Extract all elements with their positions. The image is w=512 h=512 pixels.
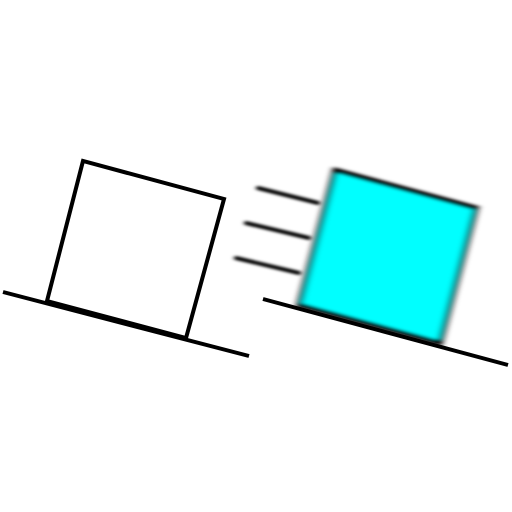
motion-line-2 [244,221,311,240]
motion-line-1 [256,186,320,205]
block-at-rest [44,158,227,341]
incline-surface-right [262,297,509,367]
panel-in-motion [234,166,509,367]
motion-lines-icon [234,186,320,275]
block-in-motion [295,166,480,347]
motion-line-3 [234,256,301,275]
panel-at-rest [2,158,250,358]
